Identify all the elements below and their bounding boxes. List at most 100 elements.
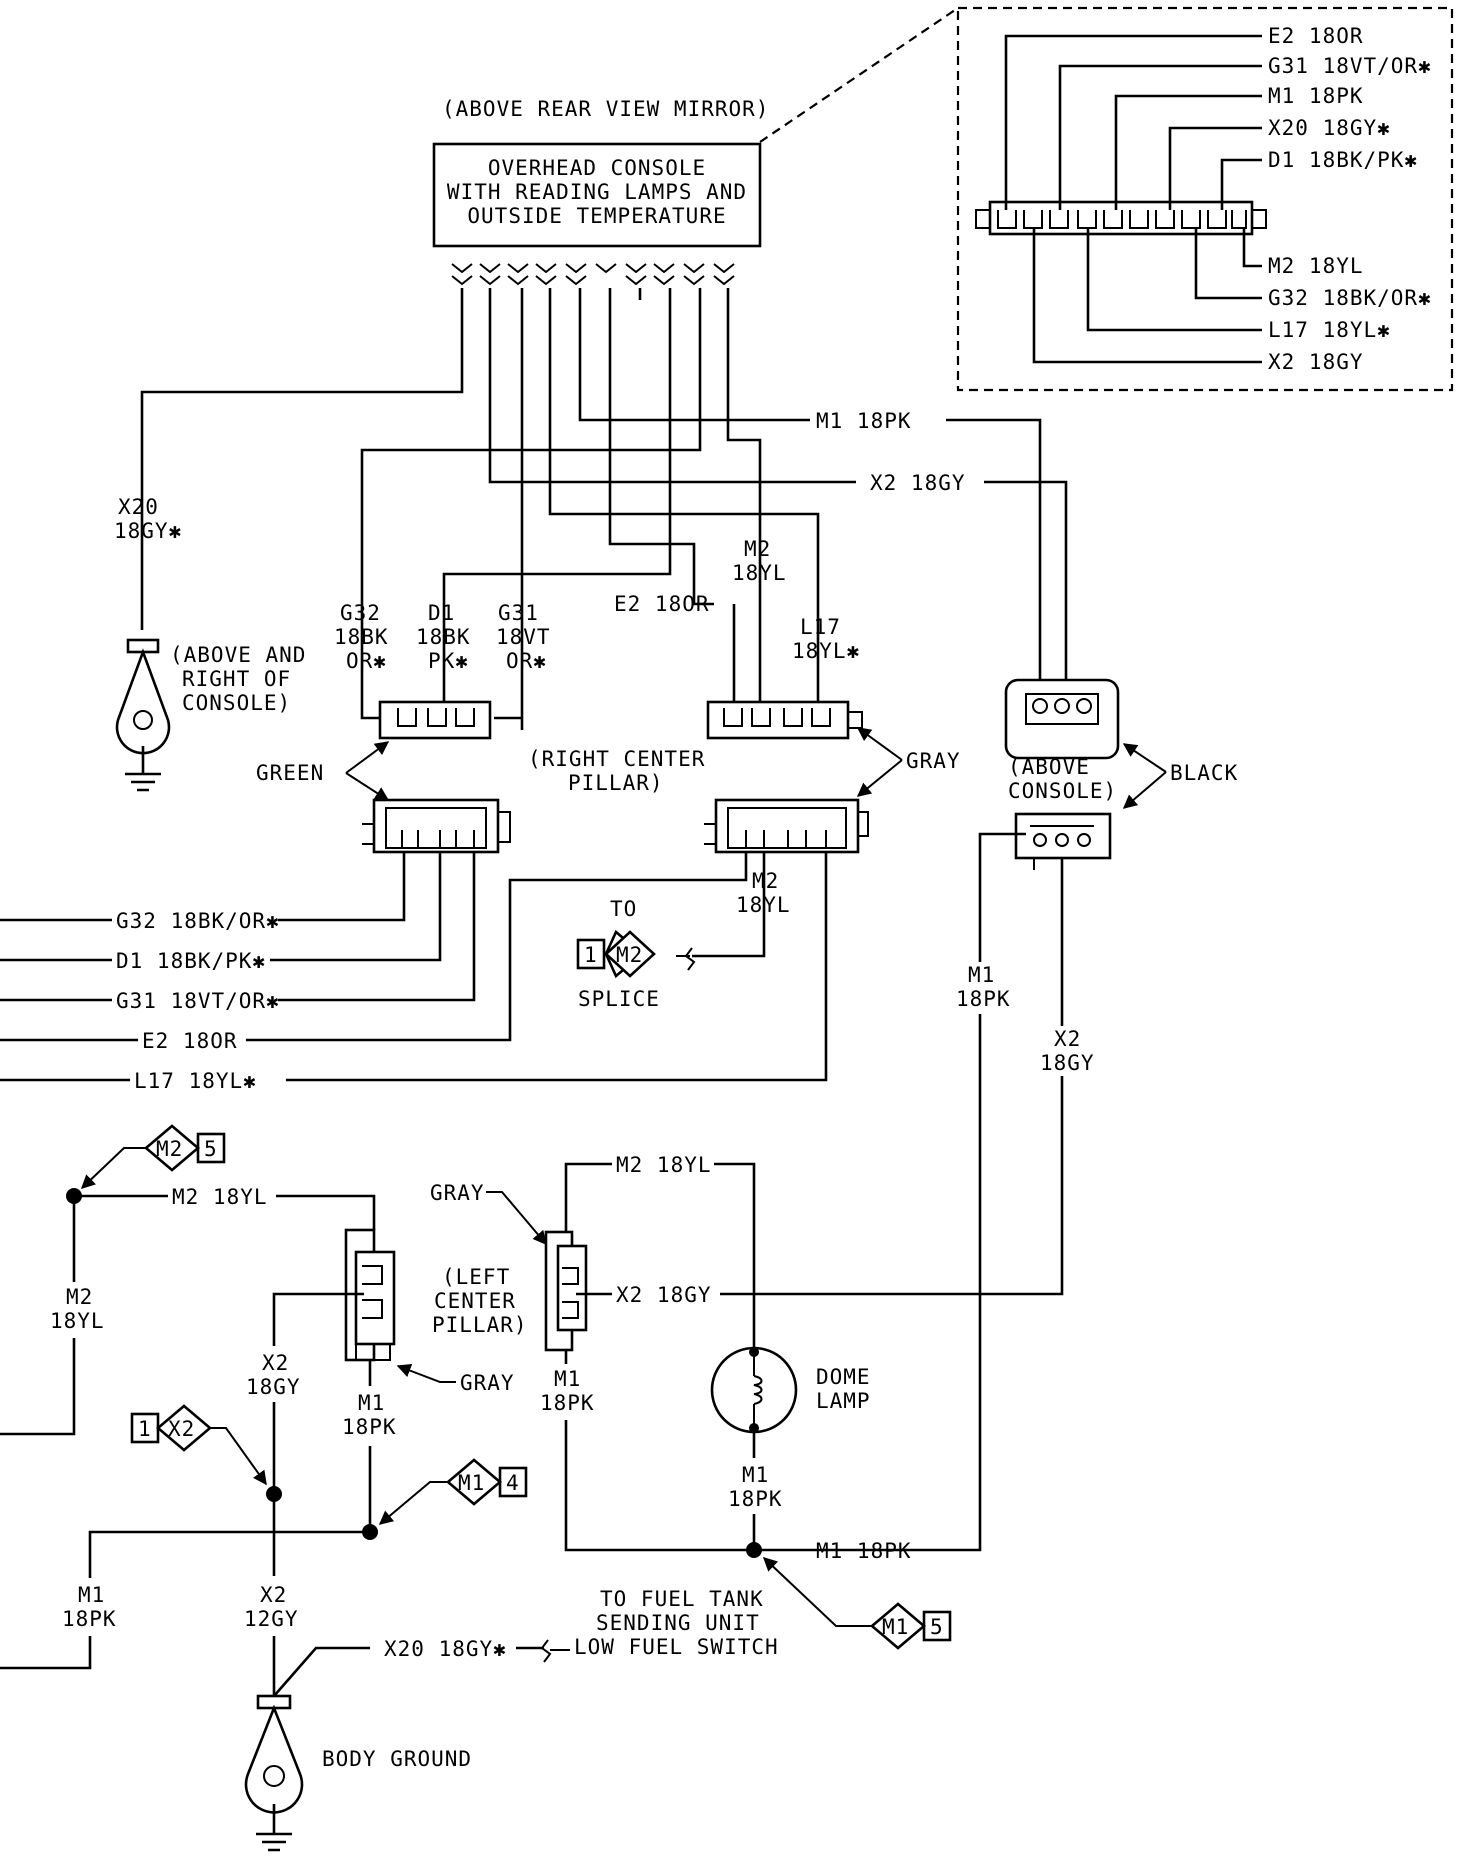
inset-callout-line [759,7,959,143]
m2-splice-ref-num: 1 [584,943,598,967]
console-connector-chevrons [451,263,735,286]
m2-splice-label-a: M2 [752,869,779,893]
g32-label-b: 18BK [334,625,389,649]
left-pillar-connector: (LEFT CENTER PILLAR) GRAY X2 18GY M1 18P… [246,1228,528,1532]
m1-top-label: M1 18PK [816,409,912,433]
m2-dome-label: M2 18YL [616,1153,712,1177]
x2-lower-label-a: X2 [260,1583,287,1607]
x2-right-label-a: X2 [1054,1027,1081,1051]
m1-5-ref-code: M1 [882,1615,909,1639]
m1-lower-label-b: 18PK [62,1607,117,1631]
m2-splice-label-b: 18YL [736,893,791,917]
black-connector-pair: (ABOVE CONSOLE) BLACK [1004,678,1238,870]
ground-top-label-1: (ABOVE AND [170,643,306,667]
console-name-line1: OVERHEAD CONSOLE [488,156,706,180]
inset-pin-l17-label: L17 18YL✱ [1268,318,1391,342]
x2-dome-label: X2 18GY [616,1283,712,1307]
outgoing-harness: G32 18BK/OR✱ D1 18BK/PK✱ G31 18VT/OR✱ E2… [0,852,828,1093]
m1-right-label-a: M1 [968,963,995,987]
gray-connector-pair: GRAY (RIGHT CENTER PILLAR) [528,700,961,854]
inset-wire-d1 [1220,158,1262,210]
m2-left-h-label: M2 18YL [172,1185,268,1209]
x2-1-ref-code: X2 [168,1417,195,1441]
lower-left-junctions: M1 18PK X2 12GY 1 X2 4 M1 [0,1402,528,1696]
wire-e2-mid [608,288,714,606]
g31-label-b: 18VT [496,625,551,649]
wire-d1-out [270,852,442,962]
m2-splice: M2 18YL TO 1 M2 SPLICE [576,852,791,1011]
l17-out-label: L17 18YL✱ [134,1069,257,1093]
to-label: TO [610,897,637,921]
m1-dome2-label-b: 18PK [728,1487,783,1511]
inset-wire-l17 [1086,228,1262,332]
dome-label-1: DOME [816,1365,871,1389]
x20-label-a: X20 [118,495,159,519]
x2-lower-label-b: 12GY [244,1607,299,1631]
d1-label-c: PK✱ [428,649,469,673]
d1-label-a: D1 [428,601,455,625]
m2-5-ref-code: M2 [156,1137,183,1161]
junction-m1-dome [746,1542,762,1558]
fuel-label-2: SENDING UNIT [596,1611,760,1635]
inset-pin-g32-label: G32 18BK/OR✱ [1268,286,1432,310]
fuel-label-3: LOW FUEL SWITCH [574,1635,779,1659]
m1-left-label-b: 18PK [342,1415,397,1439]
inset-pin-e2-label: E2 18OR [1268,24,1364,48]
x2-top-label: X2 18GY [870,471,966,495]
ground-top-label-2: RIGHT OF [182,667,291,691]
wire-m1-top [578,288,810,422]
dome-lamp-branch: M2 18YL GRAY X2 18GY M1 18PK DOME LAMP M… [430,1153,952,1650]
wire-x2-top [488,288,856,484]
console-name-line2: WITH READING LAMPS AND [447,180,747,204]
inset-wire-x2 [1032,228,1262,364]
console-box [432,142,762,248]
console-harness-wires: X20 18GY✱ M1 18PK X2 18GY G32 18BK OR✱ D… [114,288,1068,730]
left-pillar-label-1: (LEFT [442,1265,510,1289]
above-console-label-2: CONSOLE) [1008,779,1117,803]
black-label: BLACK [1170,761,1238,785]
wire-d1 [442,288,672,708]
green-connector-pair: GREEN [256,700,511,854]
connector-pinout-inset: E2 18OR G31 18VT/OR✱ M1 18PK X20 18GY✱ D… [956,6,1454,392]
x20-bottom-label: X20 18GY✱ [384,1637,507,1661]
right-verticals: M1 18PK X2 18GY [720,832,1094,1552]
m1-dome2-label-a: M1 [742,1463,769,1487]
gray-label: GRAY [906,749,961,773]
inset-border [956,6,1454,392]
m1-dome-label-a: M1 [554,1367,581,1391]
inset-pin-x20-label: X20 18GY✱ [1268,116,1391,140]
g32-label-a: G32 [340,601,381,625]
right-pillar-label-2: PILLAR) [568,771,664,795]
m2-label-b: 18YL [732,561,787,585]
wire-g32-out [278,852,406,922]
right-pillar-label-1: (RIGHT CENTER [528,747,705,771]
inset-pin-m1-label: M1 18PK [1268,84,1364,108]
inset-wire-g31 [1058,64,1262,210]
ground-top-label-3: CONSOLE) [182,691,291,715]
left-pillar-label-3: PILLAR) [432,1313,528,1337]
d1-out-label: D1 18BK/PK✱ [116,949,266,973]
x2-1-ref-num: 1 [138,1417,152,1441]
wire-x20-to-ground [140,288,464,630]
l17-label-b: 18YL✱ [792,639,860,663]
m2-5-ref-num: 5 [204,1137,218,1161]
inset-pin-g31-label: G31 18VT/OR✱ [1268,54,1432,78]
inset-wire-g32 [1194,228,1262,300]
inset-pin-d1-label: D1 18BK/PK✱ [1268,148,1418,172]
body-ground: X20 18GY✱ TO FUEL TANK SENDING UNIT LOW … [244,1587,779,1852]
m2-splice-ref-code: M2 [616,943,643,967]
g31-label-c: OR✱ [506,649,547,673]
left-pillar-label-2: CENTER [434,1289,516,1313]
m1-5-ref-num: 5 [930,1615,944,1639]
green-label: GREEN [256,761,324,785]
gray-dome-label: GRAY [430,1181,485,1205]
inset-wire-x20 [1168,126,1262,210]
wire-m2 [726,288,762,708]
wire-l17-out [286,852,828,1082]
inset-connector [975,200,1267,236]
d1-label-b: 18BK [416,625,471,649]
g31-label-a: G31 [498,601,539,625]
body-ground-label: BODY GROUND [322,1747,472,1771]
l17-label-a: L17 [800,615,841,639]
